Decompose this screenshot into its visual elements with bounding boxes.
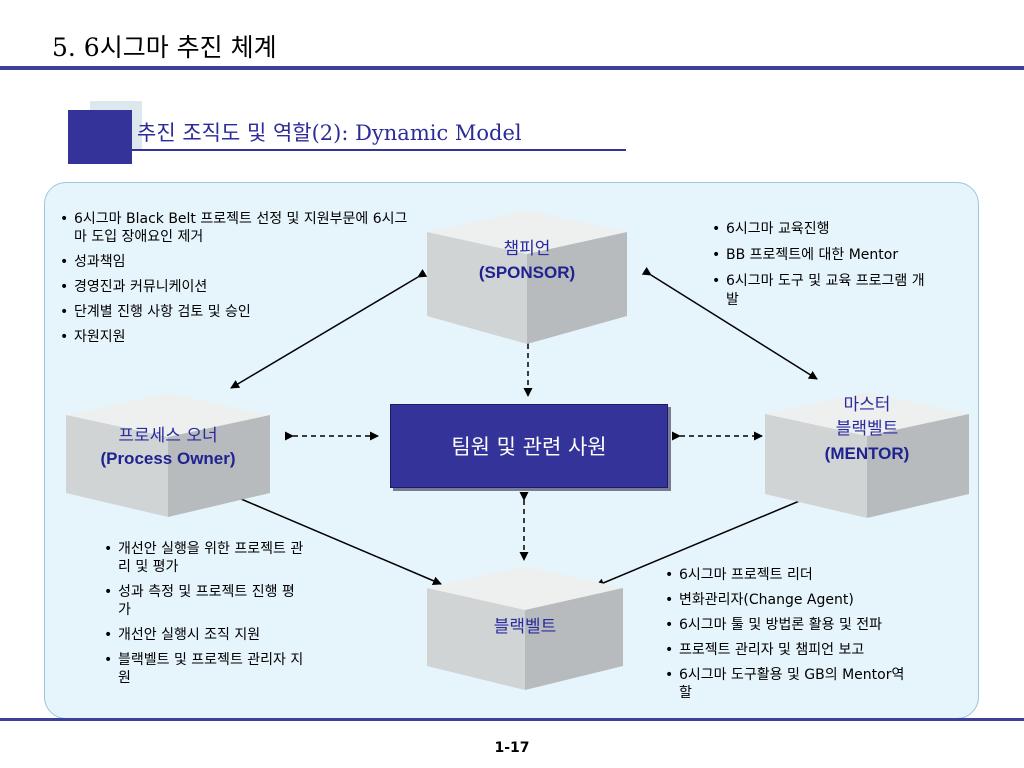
title-divider [0, 66, 1024, 70]
mentor-roles-list: 6시그마 교육진행 BB 프로젝트에 대한 Mentor 6시그마 도구 및 교… [710, 220, 972, 317]
blackbelt-label-kr: 블랙벨트 [493, 617, 557, 637]
mentor-label-en: (MENTOR) [824, 444, 910, 463]
list-item: 6시그마 교육진행 [710, 220, 972, 239]
list-item: 성과책임 [58, 253, 414, 271]
blackbelt-box: 블랙벨트 [427, 566, 623, 690]
list-item: 개선안 실행을 위한 프로젝트 관리 및 평가 [102, 540, 304, 576]
team-member-label: 팀원 및 관련 사원 [451, 435, 607, 459]
list-item: BB 프로젝트에 대한 Mentor [710, 246, 972, 265]
subtitle-decor-dark-square [68, 110, 132, 164]
list-item: 개선안 실행시 조직 지원 [102, 626, 332, 644]
mentor-label-kr1: 마스터 [843, 395, 891, 415]
footer-divider [0, 718, 1024, 721]
list-item: 6시그마 프로젝트 리더 [663, 566, 963, 584]
list-item: 프로젝트 관리자 및 챔피언 보고 [663, 641, 963, 659]
list-item: 6시그마 도구 및 교육 프로그램 개발 [710, 272, 926, 310]
process-owner-roles-list: 개선안 실행을 위한 프로젝트 관리 및 평가 성과 측정 및 프로젝트 진행 … [102, 540, 332, 694]
link-sponsor-mentor [641, 266, 818, 380]
blackbelt-roles-list: 6시그마 프로젝트 리더 변화관리자(Change Agent) 6시그마 툴 … [663, 566, 963, 709]
list-item: 변화관리자(Change Agent) [663, 591, 963, 609]
process-owner-box: 프로세스 오너 (Process Owner) [66, 393, 270, 517]
link-processowner-blackbelt [224, 488, 442, 586]
list-item: 단계별 진행 사항 검토 및 승인 [58, 303, 414, 321]
mentor-box: 마스터 블랙벨트 (MENTOR) [765, 392, 969, 518]
sponsor-box: 챔피언 (SPONSOR) [427, 210, 627, 344]
team-member-box: 팀원 및 관련 사원 [390, 404, 668, 488]
list-item: 6시그마 도구활용 및 GB의 Mentor역할 [663, 666, 911, 702]
mentor-label-kr2: 블랙벨트 [835, 419, 899, 439]
list-item: 6시그마 Black Belt 프로젝트 선정 및 지원부문에 6시그마 도입 … [58, 210, 414, 246]
list-item: 블랙벨트 및 프로젝트 관리자 지원 [102, 651, 304, 687]
section-subtitle: 추진 조직도 및 역할(2): Dynamic Model [137, 121, 522, 145]
process-owner-label-kr: 프로세스 오너 [118, 426, 218, 446]
sponsor-roles-list: 6시그마 Black Belt 프로젝트 선정 및 지원부문에 6시그마 도입 … [58, 210, 414, 353]
process-owner-label-en: (Process Owner) [100, 449, 236, 468]
list-item: 자원지원 [58, 328, 414, 346]
subtitle-underline [132, 149, 626, 151]
list-item: 6시그마 툴 및 방법론 활용 및 전파 [663, 616, 963, 634]
page-title: 5. 6시그마 추진 체계 [52, 33, 277, 62]
sponsor-label-kr: 챔피언 [503, 239, 551, 259]
sponsor-label-en: (SPONSOR) [478, 263, 576, 282]
page-number: 1-17 [494, 740, 530, 756]
list-item: 성과 측정 및 프로젝트 진행 평가 [102, 583, 304, 619]
list-item: 경영진과 커뮤니케이션 [58, 278, 414, 296]
link-mentor-blackbelt [595, 489, 819, 588]
